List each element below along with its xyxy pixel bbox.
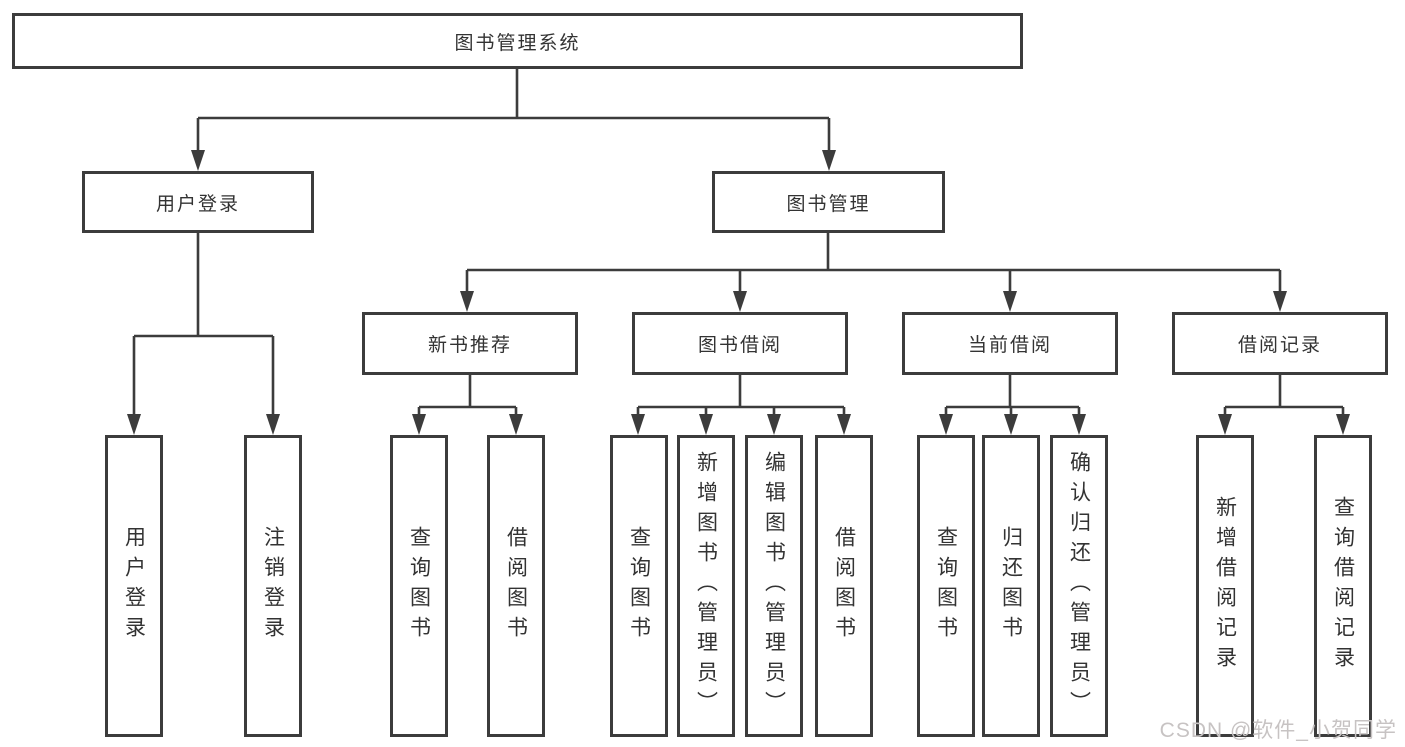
leaf-add-borrow-record: 新增借阅记录: [1196, 435, 1254, 737]
leaf-borrow-books-recommend: 借阅图书: [487, 435, 545, 737]
node-label: 注销登录: [261, 526, 285, 646]
node-label: 归还图书: [999, 526, 1023, 646]
node-new-book-recommendation: 新书推荐: [362, 312, 578, 375]
node-current-borrowing: 当前借阅: [902, 312, 1118, 375]
leaf-return-books: 归还图书: [982, 435, 1040, 737]
leaf-logout: 注销登录: [244, 435, 302, 737]
node-label: 查询图书: [627, 526, 651, 646]
leaf-add-books-admin: 新增图书（管理员）: [677, 435, 735, 737]
node-label: 借阅图书: [832, 526, 856, 646]
node-label: 新书推荐: [427, 335, 512, 356]
leaf-confirm-return-admin: 确认归还（管理员）: [1050, 435, 1108, 737]
node-book-borrowing: 图书借阅: [632, 312, 848, 375]
node-label: 借阅记录: [1237, 335, 1322, 356]
csdn-watermark: CSDN @软件_小贺同学: [1159, 719, 1397, 742]
node-user-login: 用户登录: [82, 171, 314, 233]
node-label: 新增图书（管理员）: [694, 451, 718, 721]
leaf-query-books-current: 查询图书: [917, 435, 975, 737]
node-label: 当前借阅: [967, 335, 1052, 356]
node-label: 图书借阅: [697, 335, 782, 356]
leaf-user-login: 用户登录: [105, 435, 163, 737]
node-label: 借阅图书: [504, 526, 528, 646]
node-label: 图书管理系统: [454, 32, 581, 54]
node-label: 用户登录: [155, 193, 240, 215]
leaf-edit-books-admin: 编辑图书（管理员）: [745, 435, 803, 737]
leaf-query-borrow-record: 查询借阅记录: [1314, 435, 1372, 737]
node-label: 新增借阅记录: [1213, 496, 1237, 676]
node-label: 确认归还（管理员）: [1067, 451, 1091, 721]
node-label: 用户登录: [122, 526, 146, 646]
arrowhead-icons: [127, 150, 1350, 435]
node-borrowing-records: 借阅记录: [1172, 312, 1388, 375]
node-label: 编辑图书（管理员）: [762, 451, 786, 721]
node-library-management-system: 图书管理系统: [12, 13, 1023, 69]
leaf-borrow-books: 借阅图书: [815, 435, 873, 737]
node-label: 查询借阅记录: [1331, 496, 1355, 676]
node-book-management: 图书管理: [712, 171, 945, 233]
leaf-query-books-recommend: 查询图书: [390, 435, 448, 737]
node-label: 图书管理: [786, 193, 871, 215]
node-label: 查询图书: [407, 526, 431, 646]
node-label: 查询图书: [934, 526, 958, 646]
leaf-query-books-borrow: 查询图书: [610, 435, 668, 737]
